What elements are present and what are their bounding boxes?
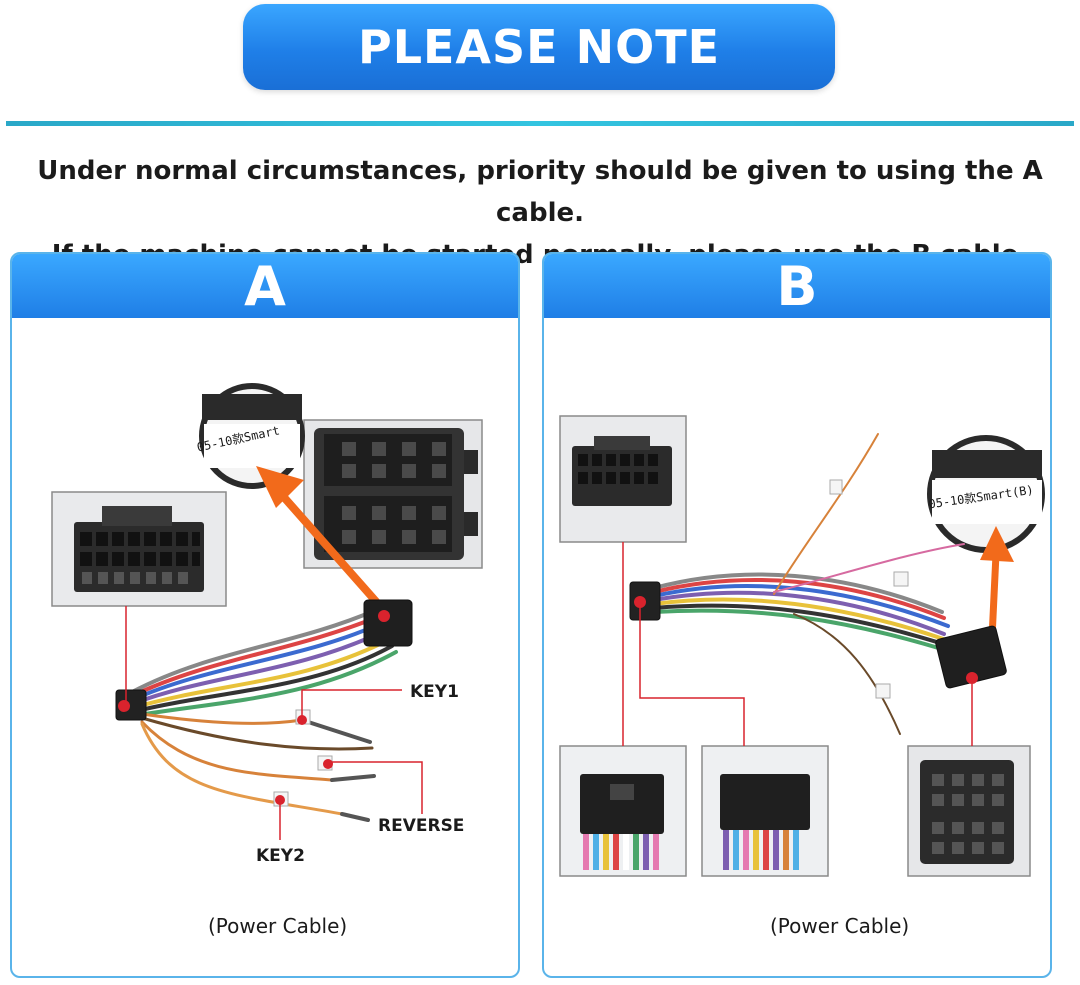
callout-dots [118, 610, 390, 805]
panel-b-caption: (Power Cable) [770, 914, 910, 938]
callout-dots [634, 596, 978, 684]
wire-harness-b-illustration [559, 415, 1045, 877]
callout-lines [622, 542, 973, 746]
label-key1: KEY1 [410, 682, 459, 702]
label-reverse: REVERSE [378, 816, 465, 836]
connector-photo-1 [559, 745, 687, 877]
please-note-banner: PLEASE NOTE [243, 4, 835, 90]
header-divider [6, 121, 1074, 126]
orange-arrow-icon [256, 466, 384, 610]
orange-arrow-icon [980, 526, 1014, 642]
panel-cable-a: A [10, 252, 520, 978]
panel-a-letter: A [244, 254, 286, 318]
panel-a-header: A [12, 254, 518, 318]
connector-photo-2 [701, 745, 829, 877]
panel-a-caption: (Power Cable) [208, 914, 348, 938]
wire-harness-icon [115, 599, 413, 822]
iso-connector-icon [303, 419, 483, 569]
wire-harness-a-illustration [51, 383, 483, 840]
panel-b-letter: B [776, 254, 818, 318]
panel-cable-b: B [542, 252, 1052, 978]
iso-connector-icon [907, 745, 1031, 877]
radio-16pin-connector-icon [51, 491, 227, 607]
magnify-tag-icon [927, 435, 1045, 553]
panel-b-header: B [544, 254, 1050, 318]
magnify-tag-icon [199, 383, 305, 489]
notice-line-1: Under normal circumstances, priority sho… [37, 156, 1043, 228]
banner-title: PLEASE NOTE [357, 20, 721, 74]
radio-16pin-connector-icon [559, 415, 687, 543]
callout-lines [125, 606, 423, 840]
label-key2: KEY2 [256, 846, 305, 866]
